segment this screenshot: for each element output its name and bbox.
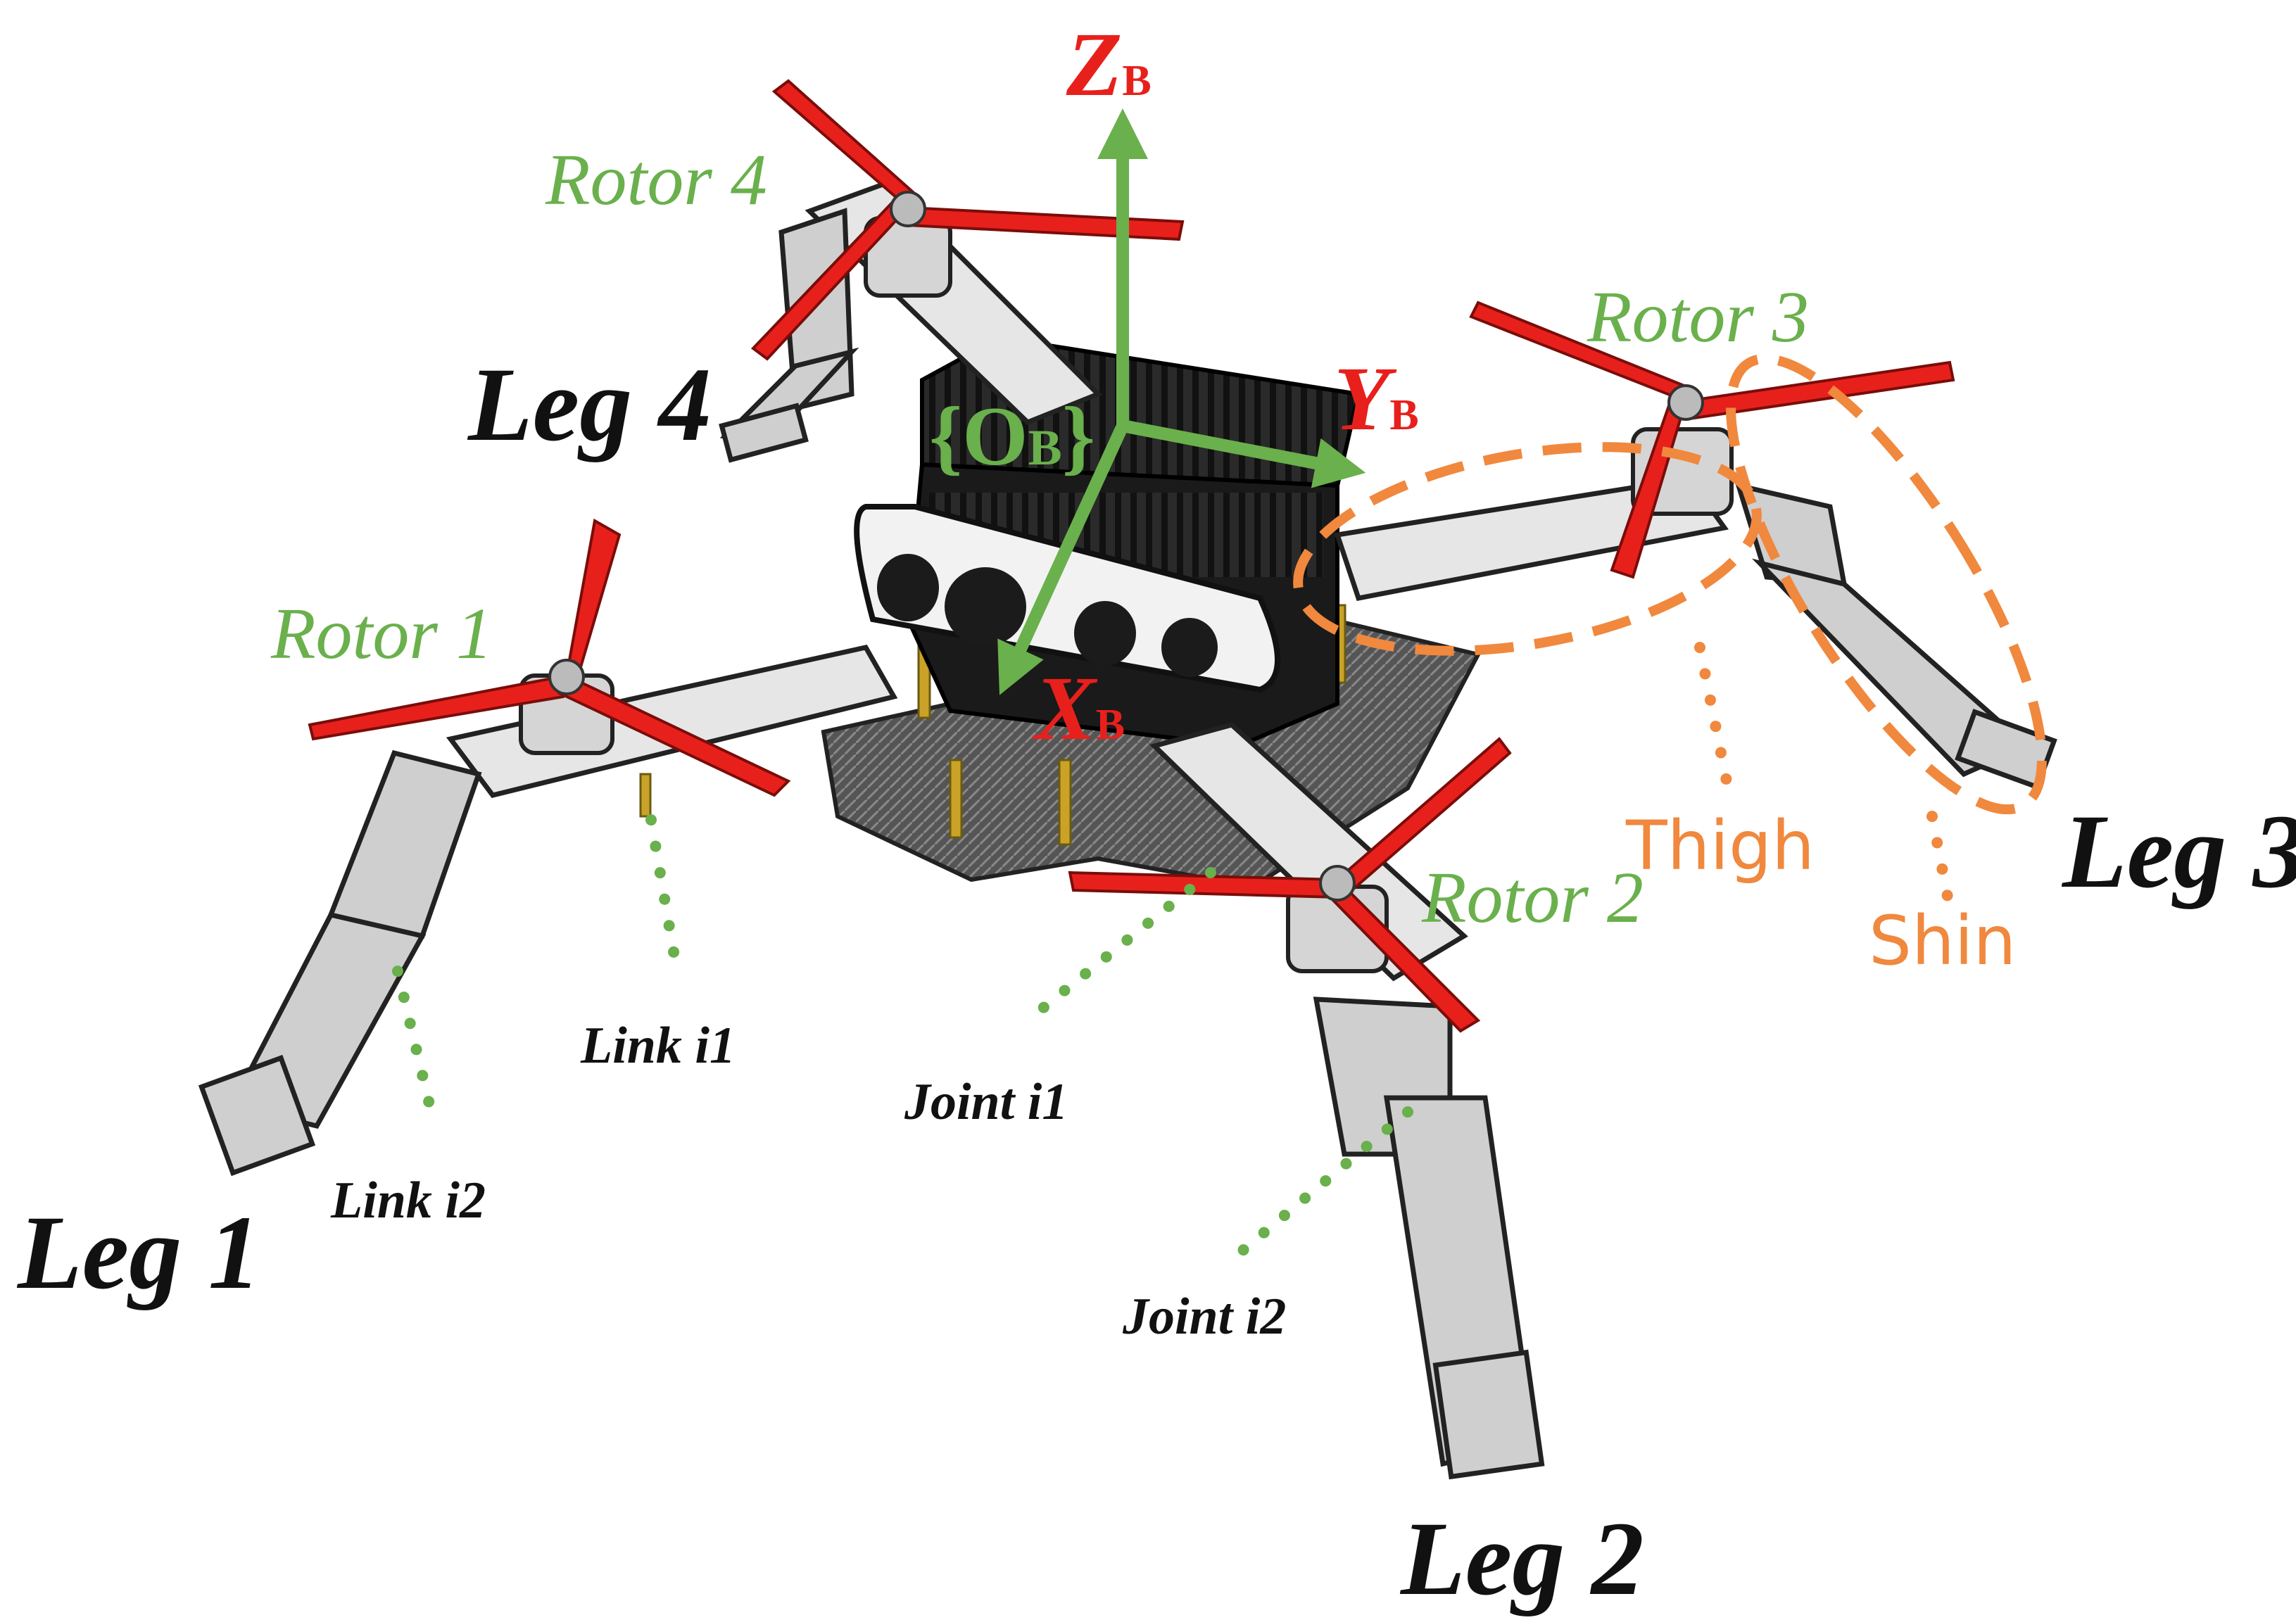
propeller-4 xyxy=(750,79,1185,361)
rotor-1-label: Rotor 1 xyxy=(270,593,493,674)
camera-lens xyxy=(1161,618,1218,677)
x-axis-label: XB xyxy=(1032,658,1125,759)
leg-2-label: Leg 2 xyxy=(1399,1500,1644,1617)
thigh-leader xyxy=(1694,642,1734,794)
annotation-ellipses xyxy=(1293,353,2047,815)
propeller-1 xyxy=(308,518,791,797)
legs-geometry xyxy=(198,208,2057,1480)
propeller-3 xyxy=(1469,300,1955,579)
leg-2-foot xyxy=(1432,1349,1545,1480)
joint-i1-leader xyxy=(1022,867,1216,1026)
joint-i2-label: Joint i2 xyxy=(1122,1288,1286,1346)
arm-leg-3 xyxy=(1334,476,1729,602)
joint-i1-label: Joint i1 xyxy=(904,1073,1068,1131)
joint-i2-leader xyxy=(1226,1106,1413,1265)
link-joint-labels: Link i1 Link i2 Joint i1 Joint i2 xyxy=(330,1017,1286,1346)
origin-label: {OB} xyxy=(929,389,1095,483)
arm-leg-1 xyxy=(446,645,898,798)
shin-ellipse xyxy=(1726,353,2047,815)
propellers xyxy=(308,79,1955,1033)
leg-1-thigh xyxy=(327,749,482,939)
z-axis-label: ZB xyxy=(1066,14,1152,115)
shin-leader xyxy=(1926,811,1955,913)
y-axis-label: YB xyxy=(1334,348,1419,450)
leg-3-label: Leg 3 xyxy=(2061,793,2296,910)
leg-4-foot xyxy=(719,403,809,463)
propeller-2 xyxy=(1068,737,1512,1033)
leg-1-foot xyxy=(198,1054,316,1177)
thigh-label: Thigh xyxy=(1625,806,1815,885)
rotor-labels: Rotor 1 Rotor 2 Rotor 3 Rotor 4 xyxy=(270,139,1809,938)
axis-labels: ZB YB XB {OB} xyxy=(929,14,1419,759)
link-i2-label: Link i2 xyxy=(330,1172,486,1229)
camera-lens xyxy=(877,554,939,621)
camera-lens xyxy=(1074,601,1136,666)
x-axis-arrow xyxy=(997,423,1129,695)
camera-lens xyxy=(945,567,1026,646)
link-i2-leader xyxy=(392,966,439,1125)
leg-1-label: Leg 1 xyxy=(16,1194,261,1311)
link-i1-leader xyxy=(645,814,681,970)
link-i1-label: Link i1 xyxy=(580,1017,736,1075)
thigh-ellipse xyxy=(1293,442,1762,656)
y-axis-arrow xyxy=(1121,419,1366,488)
shin-label: Shin xyxy=(1869,901,2016,980)
body-frame-axes xyxy=(997,108,1366,695)
leg-labels: Leg 1 Leg 2 Leg 3 Leg 4 xyxy=(16,346,2296,1617)
part-labels: Thigh Shin xyxy=(1625,806,2016,980)
leg-4-label: Leg 4 xyxy=(467,346,712,463)
leader-lines-green xyxy=(392,814,1413,1265)
rotor-2-label: Rotor 2 xyxy=(1421,857,1644,938)
rotor-4-label: Rotor 4 xyxy=(545,139,767,220)
leader-lines-orange xyxy=(1694,642,1955,913)
rotor-3-label: Rotor 3 xyxy=(1587,277,1809,357)
